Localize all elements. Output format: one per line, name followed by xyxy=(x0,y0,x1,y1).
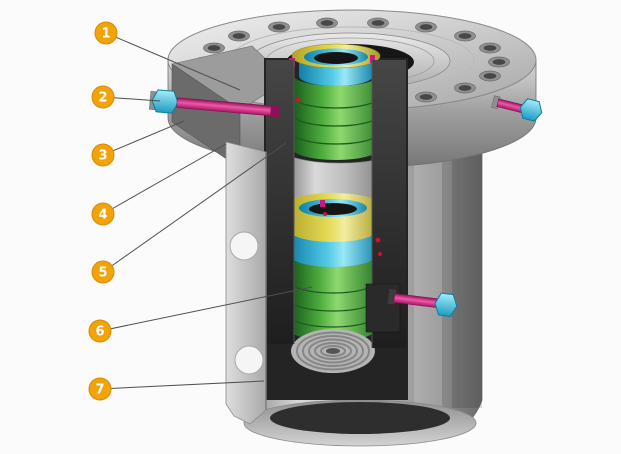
bottom-rim xyxy=(243,399,477,447)
bolt-hole xyxy=(272,24,286,30)
bolt-hole xyxy=(458,33,472,39)
callout-number-1: 1 xyxy=(101,27,110,42)
lock-screw-top-right-head xyxy=(519,98,543,122)
lock-screw-mid-right-head xyxy=(434,292,458,317)
callout-layer: 1 2 3 4 5 6 7 xyxy=(88,21,313,401)
callout-4: 4 xyxy=(91,202,115,226)
bolt-hole xyxy=(320,20,334,26)
leader-line-5 xyxy=(102,142,287,273)
callout-circle-4 xyxy=(91,202,115,226)
callout-circle-2 xyxy=(91,85,115,109)
lock-screw-mid-right xyxy=(387,288,458,317)
bolt-hole xyxy=(419,94,433,100)
side-cut-plate xyxy=(225,141,267,425)
bolt-hole xyxy=(492,59,506,65)
leader-line-1 xyxy=(105,32,241,91)
threaded-bore xyxy=(291,329,375,373)
bolt-hole xyxy=(458,85,472,91)
lower-seal-green xyxy=(291,256,375,341)
bolt-hole xyxy=(207,45,221,51)
callout-5: 5 xyxy=(91,260,115,284)
leader-line-6 xyxy=(99,286,313,332)
upper-seal-cyan xyxy=(299,58,373,86)
bolt-hole xyxy=(483,73,497,79)
callout-number-3: 3 xyxy=(98,149,107,164)
callout-3: 3 xyxy=(91,143,115,167)
leader-line-7 xyxy=(99,380,265,390)
callout-circle-5 xyxy=(91,260,115,284)
lock-screw-top-right xyxy=(491,95,543,122)
leader-line-3 xyxy=(102,120,185,156)
callout-circle-6 xyxy=(88,319,112,343)
plate-bolt-notch-upper xyxy=(229,231,259,261)
callout-number-7: 7 xyxy=(95,383,104,398)
callout-number-4: 4 xyxy=(98,208,107,223)
callout-number-5: 5 xyxy=(98,266,107,281)
callout-number-6: 6 xyxy=(95,325,104,340)
callout-circle-7 xyxy=(88,377,112,401)
internal-components xyxy=(266,43,406,373)
bolt-hole xyxy=(483,45,497,51)
callout-circle-1 xyxy=(94,21,118,45)
upper-seal-stack xyxy=(289,43,381,160)
lower-seal-cyan xyxy=(289,230,377,268)
bolt-hole xyxy=(371,20,385,26)
callout-2: 2 xyxy=(91,85,115,109)
bolt-hole xyxy=(232,33,246,39)
callout-6: 6 xyxy=(88,319,112,343)
section-walls xyxy=(266,60,406,348)
leader-line-4 xyxy=(102,143,227,215)
callout-circle-3 xyxy=(91,143,115,167)
plate-bolt-notch-lower xyxy=(234,345,264,375)
upper-seal-green xyxy=(292,74,380,160)
callout-1: 1 xyxy=(94,21,118,45)
callout-number-2: 2 xyxy=(98,91,107,106)
callout-7: 7 xyxy=(88,377,112,401)
bolt-hole xyxy=(419,24,433,30)
